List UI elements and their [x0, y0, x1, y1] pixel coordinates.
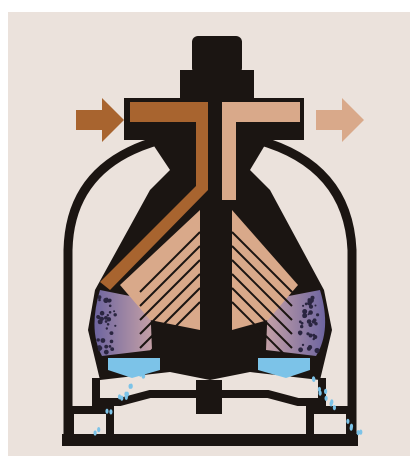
- sediment-dot: [97, 316, 100, 319]
- sediment-dot: [308, 323, 312, 327]
- sediment-dot: [98, 299, 101, 302]
- sediment-dot: [104, 316, 108, 320]
- sediment-dot: [109, 345, 112, 348]
- base-bar: [62, 434, 358, 446]
- water-droplet: [97, 427, 100, 432]
- water-droplet: [109, 409, 112, 414]
- sediment-dot: [313, 335, 317, 339]
- water-droplet: [346, 419, 349, 424]
- sediment-dot: [98, 346, 102, 350]
- sediment-dot: [101, 338, 106, 343]
- water-droplet: [333, 405, 336, 410]
- water-droplet: [324, 389, 327, 394]
- water-droplet: [359, 430, 362, 435]
- water-droplet: [130, 384, 133, 389]
- water-droplet: [142, 373, 145, 378]
- sediment-dot: [302, 313, 307, 318]
- sediment-dot: [308, 345, 312, 349]
- water-droplet: [118, 394, 121, 399]
- sediment-dot: [110, 332, 113, 335]
- sediment-dot: [316, 313, 319, 316]
- water-droplet: [330, 399, 333, 404]
- water-droplet: [350, 424, 353, 429]
- sediment-dot: [100, 311, 105, 316]
- sediment-dot: [308, 313, 310, 315]
- sediment-dot: [302, 305, 304, 307]
- water-droplet: [94, 430, 97, 435]
- sediment-dot: [302, 344, 304, 346]
- sediment-dot: [114, 313, 117, 316]
- spindle-top: [192, 36, 242, 74]
- sediment-dot: [114, 325, 116, 327]
- sediment-dot: [109, 311, 112, 314]
- water-droplet: [105, 409, 108, 414]
- sediment-dot: [106, 327, 108, 329]
- sediment-dot: [314, 322, 317, 325]
- sediment-dot: [109, 305, 112, 308]
- sediment-dot: [311, 296, 315, 300]
- sediment-dot: [301, 322, 304, 325]
- sediment-dot: [309, 305, 313, 309]
- sediment-dot: [300, 325, 303, 328]
- drive-hub: [196, 380, 222, 414]
- sediment-dot: [104, 350, 109, 355]
- sediment-dot: [107, 314, 109, 316]
- sediment-dot: [97, 338, 100, 341]
- sediment-dot: [299, 333, 301, 335]
- sediment-dot: [105, 320, 108, 323]
- sediment-dot: [298, 347, 303, 352]
- sediment-dot: [104, 345, 108, 349]
- sediment-dot: [98, 295, 102, 299]
- sediment-dot: [315, 348, 320, 353]
- sediment-dot: [107, 323, 110, 326]
- sediment-dot: [110, 347, 114, 351]
- sediment-dot: [110, 340, 114, 344]
- sediment-dot: [113, 310, 115, 312]
- water-droplet: [312, 377, 315, 382]
- spindle-collar: [180, 70, 254, 100]
- sediment-dot: [306, 332, 309, 335]
- sediment-dot: [313, 318, 317, 322]
- water-droplet: [318, 387, 321, 392]
- sediment-dot: [305, 303, 308, 306]
- sediment-dot: [103, 298, 108, 303]
- sediment-dot: [315, 305, 317, 307]
- water-droplet: [325, 396, 328, 401]
- water-droplet: [126, 392, 129, 397]
